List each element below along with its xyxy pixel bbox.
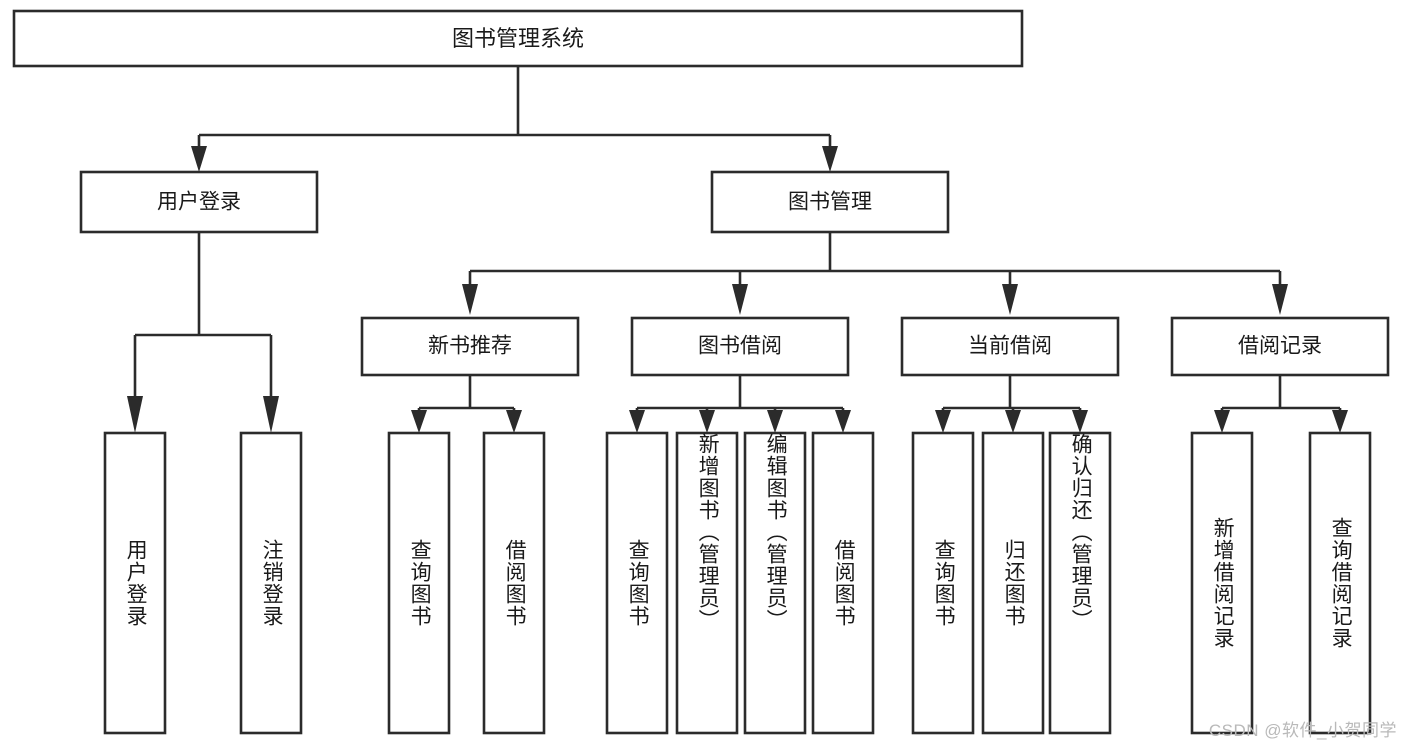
arrow-head-leaf-10 xyxy=(1005,410,1021,433)
leaf-box-query-book-2[interactable] xyxy=(605,431,669,735)
node-root-system[interactable]: 图书管理系统 xyxy=(12,9,1024,68)
arrow-head-borrow xyxy=(732,284,748,315)
arrow-head-leaf-8 xyxy=(835,410,851,433)
leaf-box-borrow-book-2[interactable] xyxy=(811,431,875,735)
leaf-box-return-book[interactable] xyxy=(981,431,1045,735)
leaf-box-query-book-1[interactable] xyxy=(387,431,451,735)
connector-new-book-to-leaves xyxy=(411,375,522,433)
leaf-box-user-login[interactable] xyxy=(103,431,167,735)
node-new-book-recommend[interactable]: 新书推荐 xyxy=(360,316,580,377)
connector-user-login-to-leaves xyxy=(127,232,279,433)
node-current-borrow-label: 当前借阅 xyxy=(968,335,1052,358)
node-book-borrow-box[interactable] xyxy=(630,316,850,377)
node-root-label: 图书管理系统 xyxy=(452,26,584,51)
leaf-box-add-book-admin[interactable] xyxy=(675,431,739,735)
node-user-login-box[interactable] xyxy=(79,170,319,234)
node-book-management-label: 图书管理 xyxy=(788,191,872,214)
arrow-head-leaf-11 xyxy=(1072,410,1088,433)
leaf-box-add-borrow-record[interactable] xyxy=(1190,431,1254,735)
node-current-borrow-box[interactable] xyxy=(900,316,1120,377)
connector-current-to-leaves xyxy=(935,375,1088,433)
connector-root-to-level2 xyxy=(191,66,838,172)
arrow-head-current xyxy=(1002,284,1018,315)
node-root-box[interactable] xyxy=(12,9,1024,68)
arrow-head-new-book xyxy=(462,284,478,315)
node-book-management-box[interactable] xyxy=(710,170,950,234)
arrow-head-record xyxy=(1272,284,1288,315)
arrow-head-leaf-9 xyxy=(935,410,951,433)
node-current-borrow[interactable]: 当前借阅 xyxy=(900,316,1120,377)
leaf-box-confirm-return-admin[interactable] xyxy=(1048,431,1112,735)
node-borrow-record-box[interactable] xyxy=(1170,316,1390,377)
leaf-box-logout[interactable] xyxy=(239,431,303,735)
connector-record-to-leaves xyxy=(1214,375,1348,433)
arrow-head-leaf-1 xyxy=(127,396,143,433)
node-user-login-label: 用户登录 xyxy=(157,191,241,214)
node-new-book-recommend-label: 新书推荐 xyxy=(428,335,512,358)
arrow-head-book-mgmt xyxy=(822,146,838,172)
node-book-borrow[interactable]: 图书借阅 xyxy=(630,316,850,377)
leaf-box-edit-book-admin[interactable] xyxy=(743,431,807,735)
arrow-head-leaf-2 xyxy=(263,396,279,433)
arrow-head-user-login xyxy=(191,146,207,172)
arrow-head-leaf-4 xyxy=(506,410,522,433)
leaf-box-query-book-3[interactable] xyxy=(911,431,975,735)
node-user-login[interactable]: 用户登录 xyxy=(79,170,319,234)
watermark-text: CSDN @软件_小贺同学 xyxy=(1208,721,1397,740)
node-borrow-record-label: 借阅记录 xyxy=(1238,335,1322,358)
node-new-book-recommend-box[interactable] xyxy=(360,316,580,377)
arrow-head-leaf-6 xyxy=(699,410,715,433)
node-book-management[interactable]: 图书管理 xyxy=(710,170,950,234)
node-book-borrow-label: 图书借阅 xyxy=(698,335,782,358)
connector-book-mgmt-to-level3 xyxy=(462,232,1288,315)
arrow-head-leaf-12 xyxy=(1214,410,1230,433)
arrow-head-leaf-3 xyxy=(411,410,427,433)
arrow-head-leaf-5 xyxy=(629,410,645,433)
leaf-box-borrow-book-1[interactable] xyxy=(482,431,546,735)
node-borrow-record[interactable]: 借阅记录 xyxy=(1170,316,1390,377)
leaf-box-query-borrow-record[interactable] xyxy=(1308,431,1372,735)
arrow-head-leaf-13 xyxy=(1332,410,1348,433)
connector-borrow-to-leaves xyxy=(629,375,851,433)
arrow-head-leaf-7 xyxy=(767,410,783,433)
